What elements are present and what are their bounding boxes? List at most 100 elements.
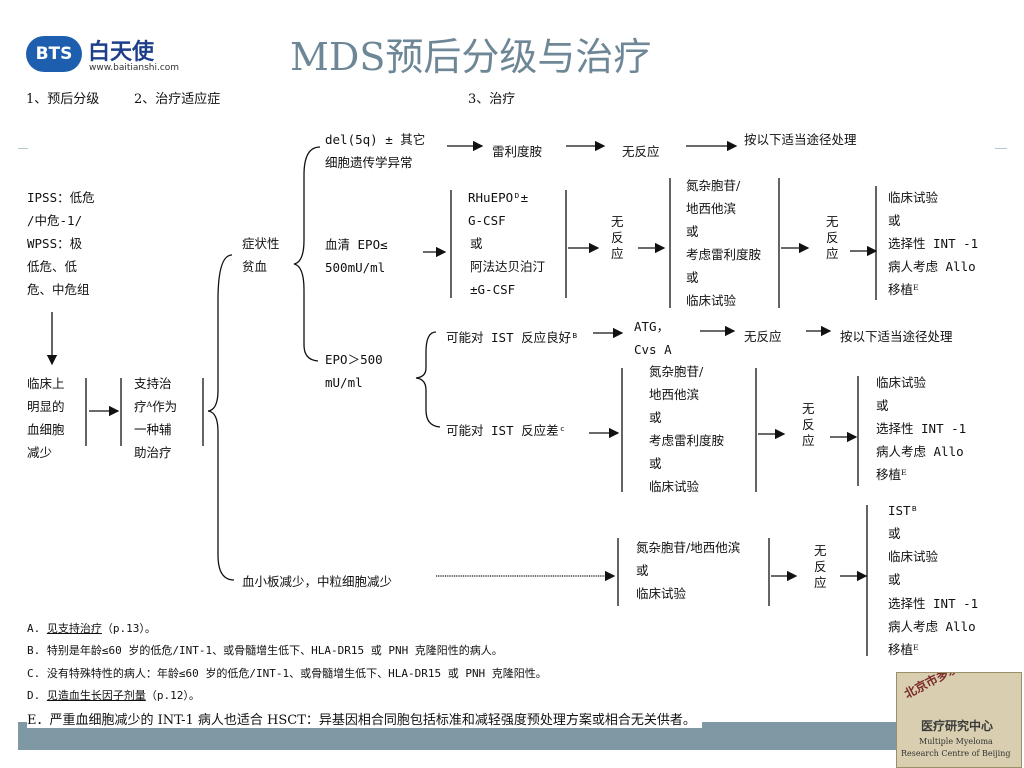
epo-high-poor-third-3: 选择性 INT -1 <box>876 421 967 436</box>
epo-low-second-3: 或 <box>686 224 699 239</box>
footnote-d-suffix: （p.12）。 <box>145 689 200 702</box>
epo-low-nr-3: 应 <box>611 246 624 261</box>
epo-low-third-2: 或 <box>888 213 901 228</box>
epo-high-poor-drug-5: 或 <box>649 456 662 471</box>
epo-high-poor-nr-3: 应 <box>802 433 815 448</box>
logo-url: www.baitianshi.com <box>89 63 180 73</box>
epo-low-nr-1: 无 <box>611 214 624 229</box>
epo-low-line-1: 血清 EPO≤ <box>325 237 388 252</box>
platelet-drug-3: 临床试验 <box>636 586 687 601</box>
support-line-1: 支持治 <box>134 376 172 391</box>
cytopenia-line-1: 临床上 <box>27 376 65 391</box>
footnote-e: E．严重血细胞减少的 INT-1 病人也适合 HSCT：异基因相合同胞包括标准和… <box>27 709 702 728</box>
footnote-d-prefix: D. <box>27 689 47 702</box>
del5q-line-2: 细胞遗传学异常 <box>325 155 413 170</box>
page-title: MDS预后分级与治疗 <box>290 35 652 79</box>
epo-high-poor-drug-4: 考虑雷利度胺 <box>649 433 725 448</box>
support-line-2: 疗ᴬ作为 <box>134 399 178 414</box>
epo-high-poor-drug-1: 氮杂胞苷/ <box>649 364 704 379</box>
footnote-b: B. 特别是年龄≤60 岁的低危/INT-1、或骨髓增生低下、HLA-DR15 … <box>27 644 503 657</box>
support-line-3: 一种辅 <box>134 422 172 437</box>
epo-high-poor-third-2: 或 <box>876 398 889 413</box>
epo-high-poor-drug-6: 临床试验 <box>649 479 700 494</box>
cytopenia-line-2: 明显的 <box>27 399 65 414</box>
footnote-a-link[interactable]: 见支持治疗 <box>46 622 102 635</box>
footnote-d-link[interactable]: 见造血生长因子剂量 <box>46 689 146 702</box>
epo-low-drug-5: ±G-CSF <box>470 282 516 297</box>
platelet-third-6: 病人考虑 Allo <box>888 619 976 634</box>
epo-high-good-nr: 无反应 <box>744 329 782 344</box>
right-rule <box>995 148 1007 149</box>
footnote-a: A. 见支持治疗（p.13）。 <box>27 620 156 636</box>
platelet-third-3: 临床试验 <box>888 549 939 564</box>
epo-low-drug-4: 阿法达贝泊汀 <box>470 259 546 274</box>
footnote-a-suffix: （p.13）。 <box>101 622 156 635</box>
platelet-third-1: ISTᴮ <box>888 503 919 518</box>
epo-high-poor-nr-2: 反 <box>802 417 815 432</box>
epo-high-line-1: EPO＞500 <box>325 352 383 367</box>
column-header-prognosis: 1、预后分级 <box>26 92 100 107</box>
epo-low-line-2: 500mU/ml <box>325 260 386 275</box>
epo-low-second-1: 氮杂胞苷/ <box>686 178 741 193</box>
logo-badge: BTS <box>26 36 82 72</box>
epo-high-poor: 可能对 IST 反应差ᶜ <box>446 423 567 438</box>
epo-high-brace <box>415 331 441 428</box>
seal-center-text: 医疗研究中心 <box>921 719 994 733</box>
platelet-third-7: 移植ᴱ <box>888 642 919 657</box>
epo-low-third-5: 移植ᴱ <box>888 282 919 297</box>
epo-low-nr2-2: 反 <box>826 230 839 245</box>
anemia-line-2: 贫血 <box>242 259 268 274</box>
cytopenia-line-3: 血细胞 <box>27 422 65 437</box>
del5q-next: 按以下适当途径处理 <box>744 132 857 147</box>
anemia-line-1: 症状性 <box>242 236 280 251</box>
column-header-indication: 2、治疗适应症 <box>134 92 221 107</box>
del5q-line-1: del(5q) ± 其它 <box>325 132 426 147</box>
epo-low-third-3: 选择性 INT -1 <box>888 236 979 251</box>
cytopenia-line-4: 减少 <box>27 445 53 460</box>
epo-high-good-next: 按以下适当途径处理 <box>840 329 953 344</box>
epo-high-poor-drug-2: 地西他滨 <box>649 387 700 402</box>
risk-line-4: 低危、低 <box>27 259 78 274</box>
anemia-brace <box>293 146 321 362</box>
epo-high-good-drug-2: Cvs A <box>634 342 672 357</box>
platelet-drug-2: 或 <box>636 563 649 578</box>
support-line-4: 助治疗 <box>134 445 172 460</box>
epo-low-drug-3: 或 <box>470 236 483 251</box>
risk-line-2: /中危-1/ <box>27 213 83 228</box>
epo-high-good-drug-1: ATG， <box>634 319 670 334</box>
risk-line-1: IPSS：低危 <box>27 190 95 205</box>
risk-line-3: WPSS：极 <box>27 236 83 251</box>
del5q-no-response: 无反应 <box>622 144 660 159</box>
epo-low-second-2: 地西他滨 <box>686 201 737 216</box>
footnote-d: D. 见造血生长因子剂量（p.12）。 <box>27 687 200 703</box>
platelet-nr-3: 应 <box>814 575 827 590</box>
risk-line-5: 危、中危组 <box>27 282 90 297</box>
platelet-label: 血小板减少，中粒细胞减少 <box>242 574 393 589</box>
epo-low-third-4: 病人考虑 Allo <box>888 259 976 274</box>
epo-high-poor-third-1: 临床试验 <box>876 375 927 390</box>
platelet-third-2: 或 <box>888 526 901 541</box>
platelet-drug-1: 氮杂胞苷/地西他滨 <box>636 540 741 555</box>
epo-low-third-1: 临床试验 <box>888 190 939 205</box>
epo-low-nr2-3: 应 <box>826 246 839 261</box>
footnote-a-prefix: A. <box>27 622 47 635</box>
epo-high-good: 可能对 IST 反应良好ᴮ <box>446 330 579 345</box>
column-header-treatment: 3、治疗 <box>468 92 516 107</box>
epo-high-poor-nr-1: 无 <box>802 401 815 416</box>
seal-en-line-1: Multiple Myeloma <box>919 737 993 746</box>
main-brace <box>207 254 235 581</box>
epo-low-second-6: 临床试验 <box>686 293 737 308</box>
del5q-drug: 雷利度胺 <box>492 144 543 159</box>
footnote-c: C. 没有特殊特性的病人：年龄≤60 岁的低危/INT-1、或骨髓增生低下、HL… <box>27 667 547 680</box>
seal-en-line-2: Research Centre of Beijing <box>901 749 1011 758</box>
platelet-third-5: 选择性 INT -1 <box>888 596 979 611</box>
research-centre-seal: 北京市多发性骨髓瘤 医疗研究中心 Multiple Myeloma Resear… <box>896 672 1022 768</box>
epo-low-drug-2: G-CSF <box>468 213 506 228</box>
platelet-third-4: 或 <box>888 572 901 587</box>
seal-arc-text: 北京市多发性骨髓瘤 <box>901 673 1004 702</box>
logo-name: 白天使 <box>88 40 155 65</box>
epo-low-nr2-1: 无 <box>826 214 839 229</box>
platelet-nr-1: 无 <box>814 543 827 558</box>
platelet-nr-2: 反 <box>814 559 827 574</box>
